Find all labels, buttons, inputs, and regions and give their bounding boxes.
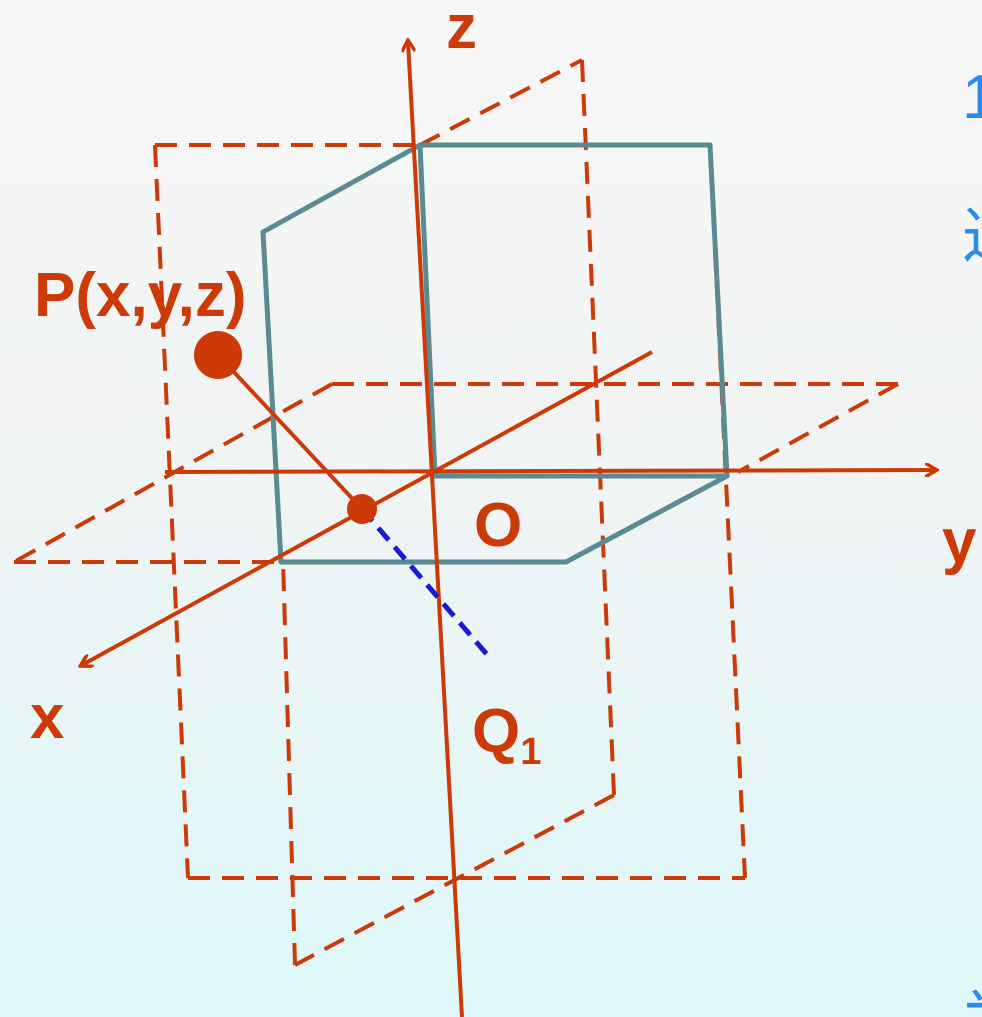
side-text-line1: 1 (962, 63, 982, 132)
z-axis-label: z (446, 0, 477, 62)
y-axis-label: y (942, 507, 977, 576)
point-p (194, 331, 242, 379)
q1-letter: Q (472, 697, 520, 766)
solid-box-edges (260, 142, 730, 565)
q1-label: Q1 (472, 697, 541, 773)
origin-label: O (474, 491, 522, 560)
z-axis (408, 42, 464, 1017)
p-to-q1-line (216, 353, 364, 511)
x-axis-label: x (30, 683, 65, 752)
y-axis (164, 470, 935, 472)
side-text-line3: 为 (962, 985, 982, 1017)
q1-subscript: 1 (520, 731, 541, 773)
side-text-line2: 过 (962, 203, 982, 272)
point-p-label: P(x,y,z) (34, 261, 246, 330)
q1-projection-dash (360, 507, 492, 660)
point-q1 (347, 494, 377, 524)
